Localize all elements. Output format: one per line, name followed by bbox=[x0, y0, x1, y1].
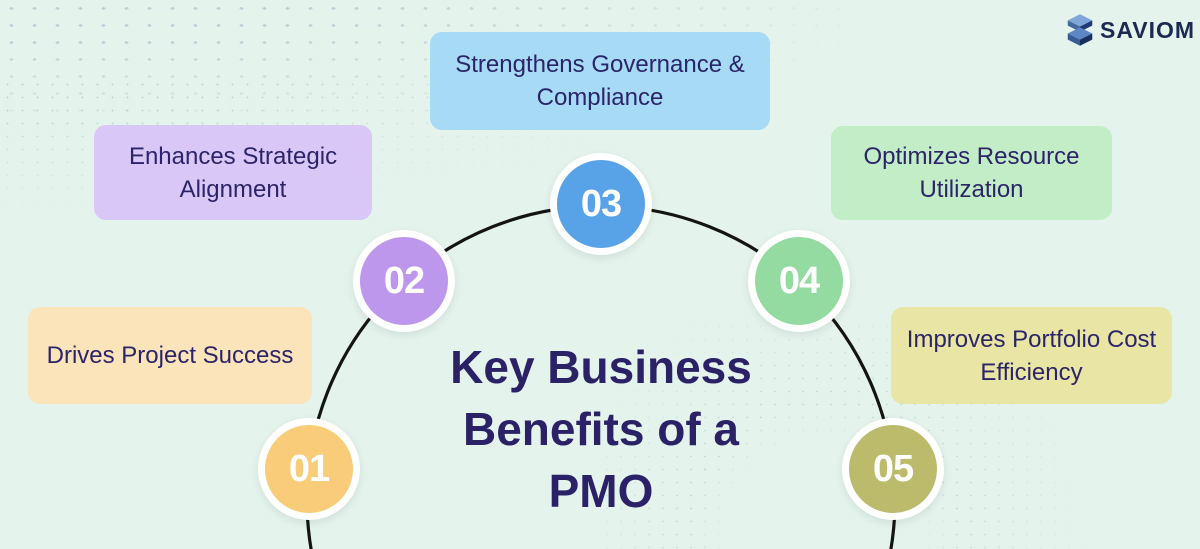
step-number: 05 bbox=[872, 447, 914, 490]
step-number: 01 bbox=[288, 447, 330, 490]
step-number: 04 bbox=[778, 259, 820, 302]
benefit-label: Improves Portfolio Cost Efficiency bbox=[906, 325, 1157, 386]
step-circle-03: 03 bbox=[550, 153, 652, 255]
benefit-label: Enhances Strategic Alignment bbox=[128, 142, 338, 203]
benefit-label: Drives Project Success bbox=[46, 342, 294, 369]
benefit-box-resource-utilization: Optimizes Resource Utilization bbox=[831, 126, 1112, 220]
saviom-s-icon bbox=[1066, 13, 1094, 47]
page-title: Key Business Benefits of a PMO bbox=[401, 336, 801, 522]
step-number: 03 bbox=[580, 182, 622, 225]
benefit-box-drives-project-success: Drives Project Success bbox=[28, 307, 312, 404]
step-circle-05: 05 bbox=[842, 418, 944, 520]
title-line-3: PMO bbox=[548, 465, 654, 517]
benefit-label: Strengthens Governance & Compliance bbox=[455, 51, 745, 111]
step-circle-02: 02 bbox=[353, 230, 455, 332]
step-circle-04: 04 bbox=[748, 230, 850, 332]
title-line-2: Benefits of a bbox=[462, 403, 740, 455]
benefit-label: Optimizes Resource Utilization bbox=[863, 143, 1080, 203]
saviom-logo-text: SAVIOM bbox=[1100, 16, 1196, 43]
benefit-box-strategic-alignment: Enhances Strategic Alignment bbox=[94, 125, 372, 220]
title-line-1: Key Business bbox=[450, 341, 752, 393]
benefit-box-portfolio-cost-efficiency: Improves Portfolio Cost Efficiency bbox=[891, 307, 1172, 404]
saviom-logo: SAVIOM bbox=[1066, 13, 1195, 47]
benefit-box-governance-compliance: Strengthens Governance & Compliance bbox=[430, 32, 770, 130]
step-circle-01: 01 bbox=[258, 418, 360, 520]
step-number: 02 bbox=[383, 259, 425, 302]
